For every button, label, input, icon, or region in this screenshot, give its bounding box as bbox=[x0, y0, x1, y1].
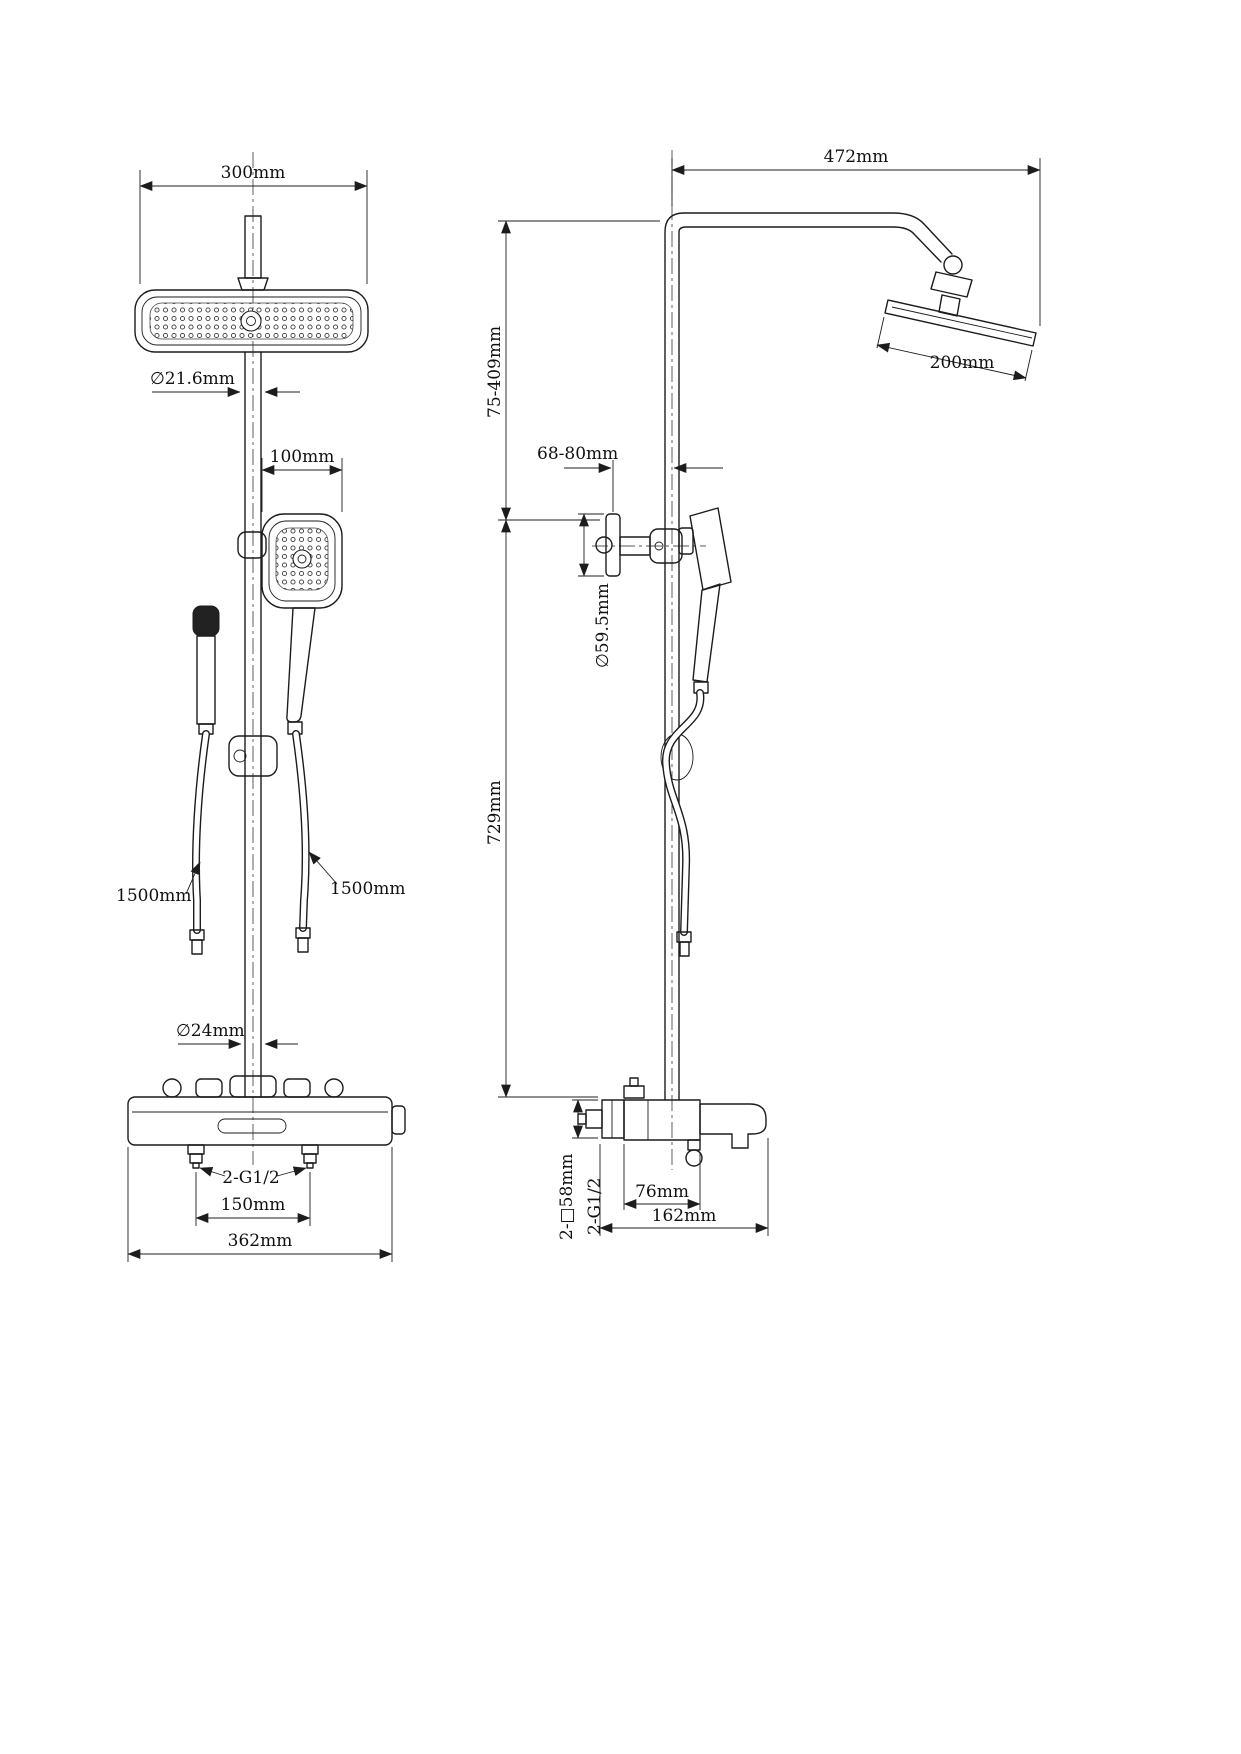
dim-label-wall-distance: 68-80mm bbox=[537, 444, 618, 464]
dimension-spout-reach: 76mm bbox=[623, 1144, 701, 1210]
hand-shower-side bbox=[678, 507, 732, 694]
rain-shower-head-side bbox=[884, 299, 1037, 347]
shower-arm-side bbox=[664, 212, 973, 1101]
dimension-overall-width: 362mm bbox=[127, 1147, 393, 1262]
dimension-inlet-thread: 2-G1/2 bbox=[199, 1166, 307, 1188]
dimension-head-width: 300mm bbox=[139, 163, 368, 284]
dimension-column-height: 729mm bbox=[485, 519, 598, 1098]
wall-bracket-side bbox=[595, 513, 683, 577]
shower-hose-left bbox=[189, 730, 210, 955]
dimension-hose-left: 1500mm bbox=[116, 861, 201, 906]
dim-label-hose-right: 1500mm bbox=[330, 879, 406, 899]
dim-label-column-diameter: ∅24mm bbox=[176, 1021, 245, 1041]
slider-bracket-front bbox=[228, 735, 278, 777]
dimension-height-adjust: 75-409mm bbox=[485, 220, 660, 521]
dimension-overall-depth: 162mm bbox=[599, 1138, 769, 1236]
dim-label-overall-width: 362mm bbox=[228, 1231, 293, 1251]
dim-label-head-width: 300mm bbox=[221, 163, 286, 183]
dim-label-arm-reach: 472mm bbox=[824, 147, 889, 167]
front-view: 300mm ∅21.6mm 100mm 1500mm 1500mm ∅24mm bbox=[116, 152, 406, 1262]
dim-label-hand-shower-width: 100mm bbox=[270, 447, 335, 467]
hand-wand-front bbox=[192, 605, 220, 735]
dimension-outlet-thread: 2-G1/2 bbox=[585, 1178, 605, 1236]
mixer-valve-front bbox=[127, 1075, 406, 1169]
hand-shower-front bbox=[237, 513, 343, 735]
dim-label-hose-left: 1500mm bbox=[116, 886, 192, 906]
shower-hose-right bbox=[292, 730, 311, 953]
dim-label-spout-reach: 76mm bbox=[635, 1182, 689, 1202]
dim-label-height-adjust: 75-409mm bbox=[485, 326, 505, 418]
dim-label-inlet-spacing: 150mm bbox=[221, 1195, 286, 1215]
dim-label-head-length: 200mm bbox=[930, 353, 995, 373]
rain-shower-head-front bbox=[134, 289, 369, 353]
dimension-hose-right: 1500mm bbox=[308, 851, 406, 899]
dimension-wall-distance: 68-80mm bbox=[537, 444, 723, 512]
dim-label-column-height: 729mm bbox=[485, 780, 505, 845]
dimension-column-diameter: ∅24mm bbox=[176, 1021, 298, 1049]
dimension-flange-diameter: ∅59.5mm bbox=[578, 513, 613, 668]
dimension-pipe-diameter: ∅21.6mm bbox=[150, 369, 300, 397]
dimension-hand-shower-width: 100mm bbox=[261, 447, 343, 512]
shower-column-front bbox=[244, 351, 262, 1098]
shower-hose-side bbox=[660, 689, 705, 957]
side-view: 472mm 200mm 75-409mm 68-80mm ∅59.5mm bbox=[485, 147, 1041, 1241]
dim-label-flange-square: 2-□58mm bbox=[557, 1154, 577, 1241]
dimension-inlet-spacing: 150mm bbox=[195, 1172, 311, 1226]
dimension-arm-reach: 472mm bbox=[671, 147, 1041, 326]
dimension-flange-square: 2-□58mm bbox=[557, 1099, 598, 1241]
dim-label-overall-depth: 162mm bbox=[652, 1206, 717, 1226]
dim-label-outlet-thread: 2-G1/2 bbox=[585, 1178, 605, 1236]
dim-label-flange-diameter: ∅59.5mm bbox=[593, 583, 613, 668]
dimension-head-length: 200mm bbox=[876, 316, 1033, 382]
dim-label-inlet-thread: 2-G1/2 bbox=[222, 1168, 280, 1188]
dim-label-pipe-diameter: ∅21.6mm bbox=[150, 369, 235, 389]
